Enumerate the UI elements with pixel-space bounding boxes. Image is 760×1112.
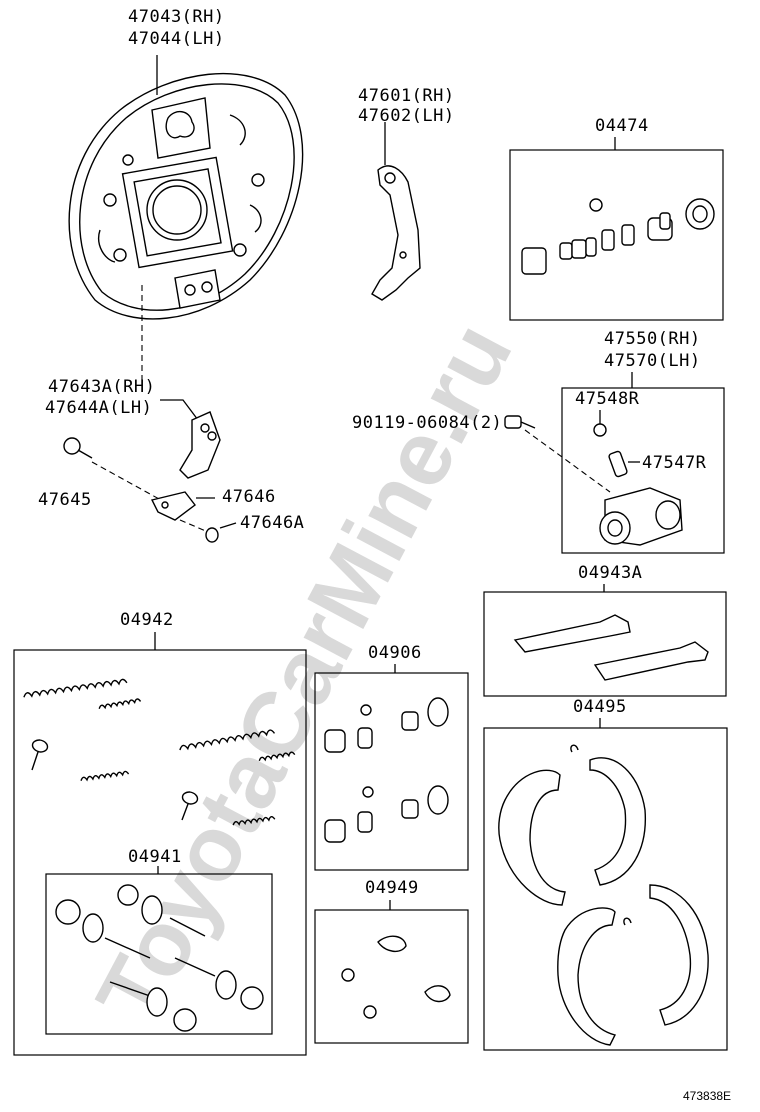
bolt-part <box>504 415 536 429</box>
backing-plate-part <box>68 72 304 320</box>
label-47044-lh: 47044(LH) <box>128 29 225 49</box>
kit-box-04941 <box>45 873 273 1035</box>
spring-kit-parts <box>23 678 296 826</box>
brake-shoe-parts <box>498 744 709 1046</box>
kit-box-04495 <box>483 727 728 1051</box>
cylinder-kit-parts <box>521 198 715 275</box>
kit-box-04943a <box>483 591 727 697</box>
label-47646a: 47646A <box>240 513 304 533</box>
label-47043-rh: 47043(RH) <box>128 7 225 27</box>
label-47646: 47646 <box>222 487 276 507</box>
figure-id: 473838E <box>683 1089 731 1103</box>
label-47601-rh: 47601(RH) <box>358 86 455 106</box>
leader-adj-lever <box>160 399 199 421</box>
label-04495: 04495 <box>573 697 627 717</box>
repair-kit-parts <box>324 697 449 843</box>
adjusting-lever-part <box>179 411 221 479</box>
dashed-line-pin <box>91 461 171 506</box>
label-04941: 04941 <box>128 847 182 867</box>
dashed-line-bolt <box>524 429 611 493</box>
label-47570-lh: 47570(LH) <box>604 351 701 371</box>
wheel-cylinder-part <box>599 487 683 546</box>
kit-box-04474 <box>509 149 724 321</box>
label-04942: 04942 <box>120 610 174 630</box>
label-04906: 04906 <box>368 643 422 663</box>
label-47644a-lh: 47644A(LH) <box>45 398 152 418</box>
label-47602-lh: 47602(LH) <box>358 106 455 126</box>
label-47550-rh: 47550(RH) <box>604 329 701 349</box>
spring-lever-part <box>150 491 196 521</box>
bleeder-cap <box>593 423 607 437</box>
hold-down-kit-parts <box>55 884 264 1032</box>
kit-box-04942 <box>13 649 307 1056</box>
wheel-cylinder-box <box>561 387 725 554</box>
kit-box-04949 <box>314 909 469 1044</box>
small-parts <box>341 935 451 1019</box>
label-90119: 90119-06084(2) <box>352 413 502 433</box>
label-04474: 04474 <box>595 116 649 136</box>
bleeder-plug <box>608 450 628 478</box>
parking-lever-part <box>371 165 421 301</box>
strut-parts <box>513 614 709 681</box>
label-47548r: 47548R <box>575 389 640 409</box>
label-47547r: 47547R <box>642 453 707 473</box>
kit-box-04906 <box>314 672 469 871</box>
pin-part <box>63 437 93 459</box>
label-04949: 04949 <box>365 878 419 898</box>
label-47643a-rh: 47643A(RH) <box>48 377 155 397</box>
label-04943a: 04943A <box>578 563 642 583</box>
washer-part <box>205 527 219 543</box>
label-47645: 47645 <box>38 490 92 510</box>
